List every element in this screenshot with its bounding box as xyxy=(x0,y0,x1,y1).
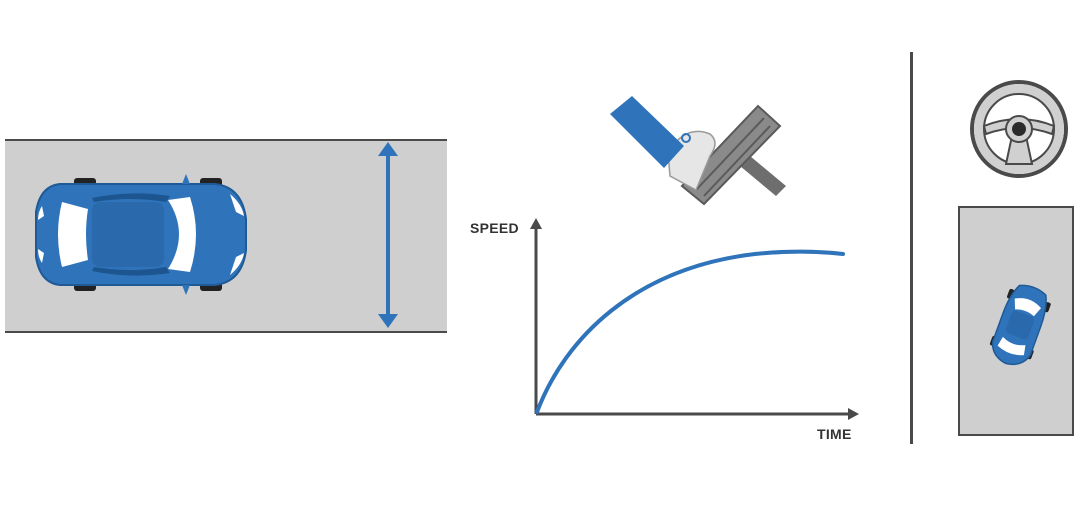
hand-pressing-pedal-icon xyxy=(610,96,786,206)
speed-curve xyxy=(535,249,845,414)
x-axis-label: TIME xyxy=(817,426,852,442)
y-axis-label: SPEED xyxy=(470,220,519,236)
steering-wheel-icon xyxy=(970,80,1068,178)
speed-time-graph xyxy=(530,218,859,420)
car-main-icon xyxy=(35,174,247,295)
double-arrow-vertical-icon xyxy=(378,142,398,328)
y-axis-arrow xyxy=(530,218,542,229)
panel-divider xyxy=(910,52,913,444)
car-small-icon xyxy=(989,284,1051,366)
x-axis-arrow xyxy=(848,408,859,420)
